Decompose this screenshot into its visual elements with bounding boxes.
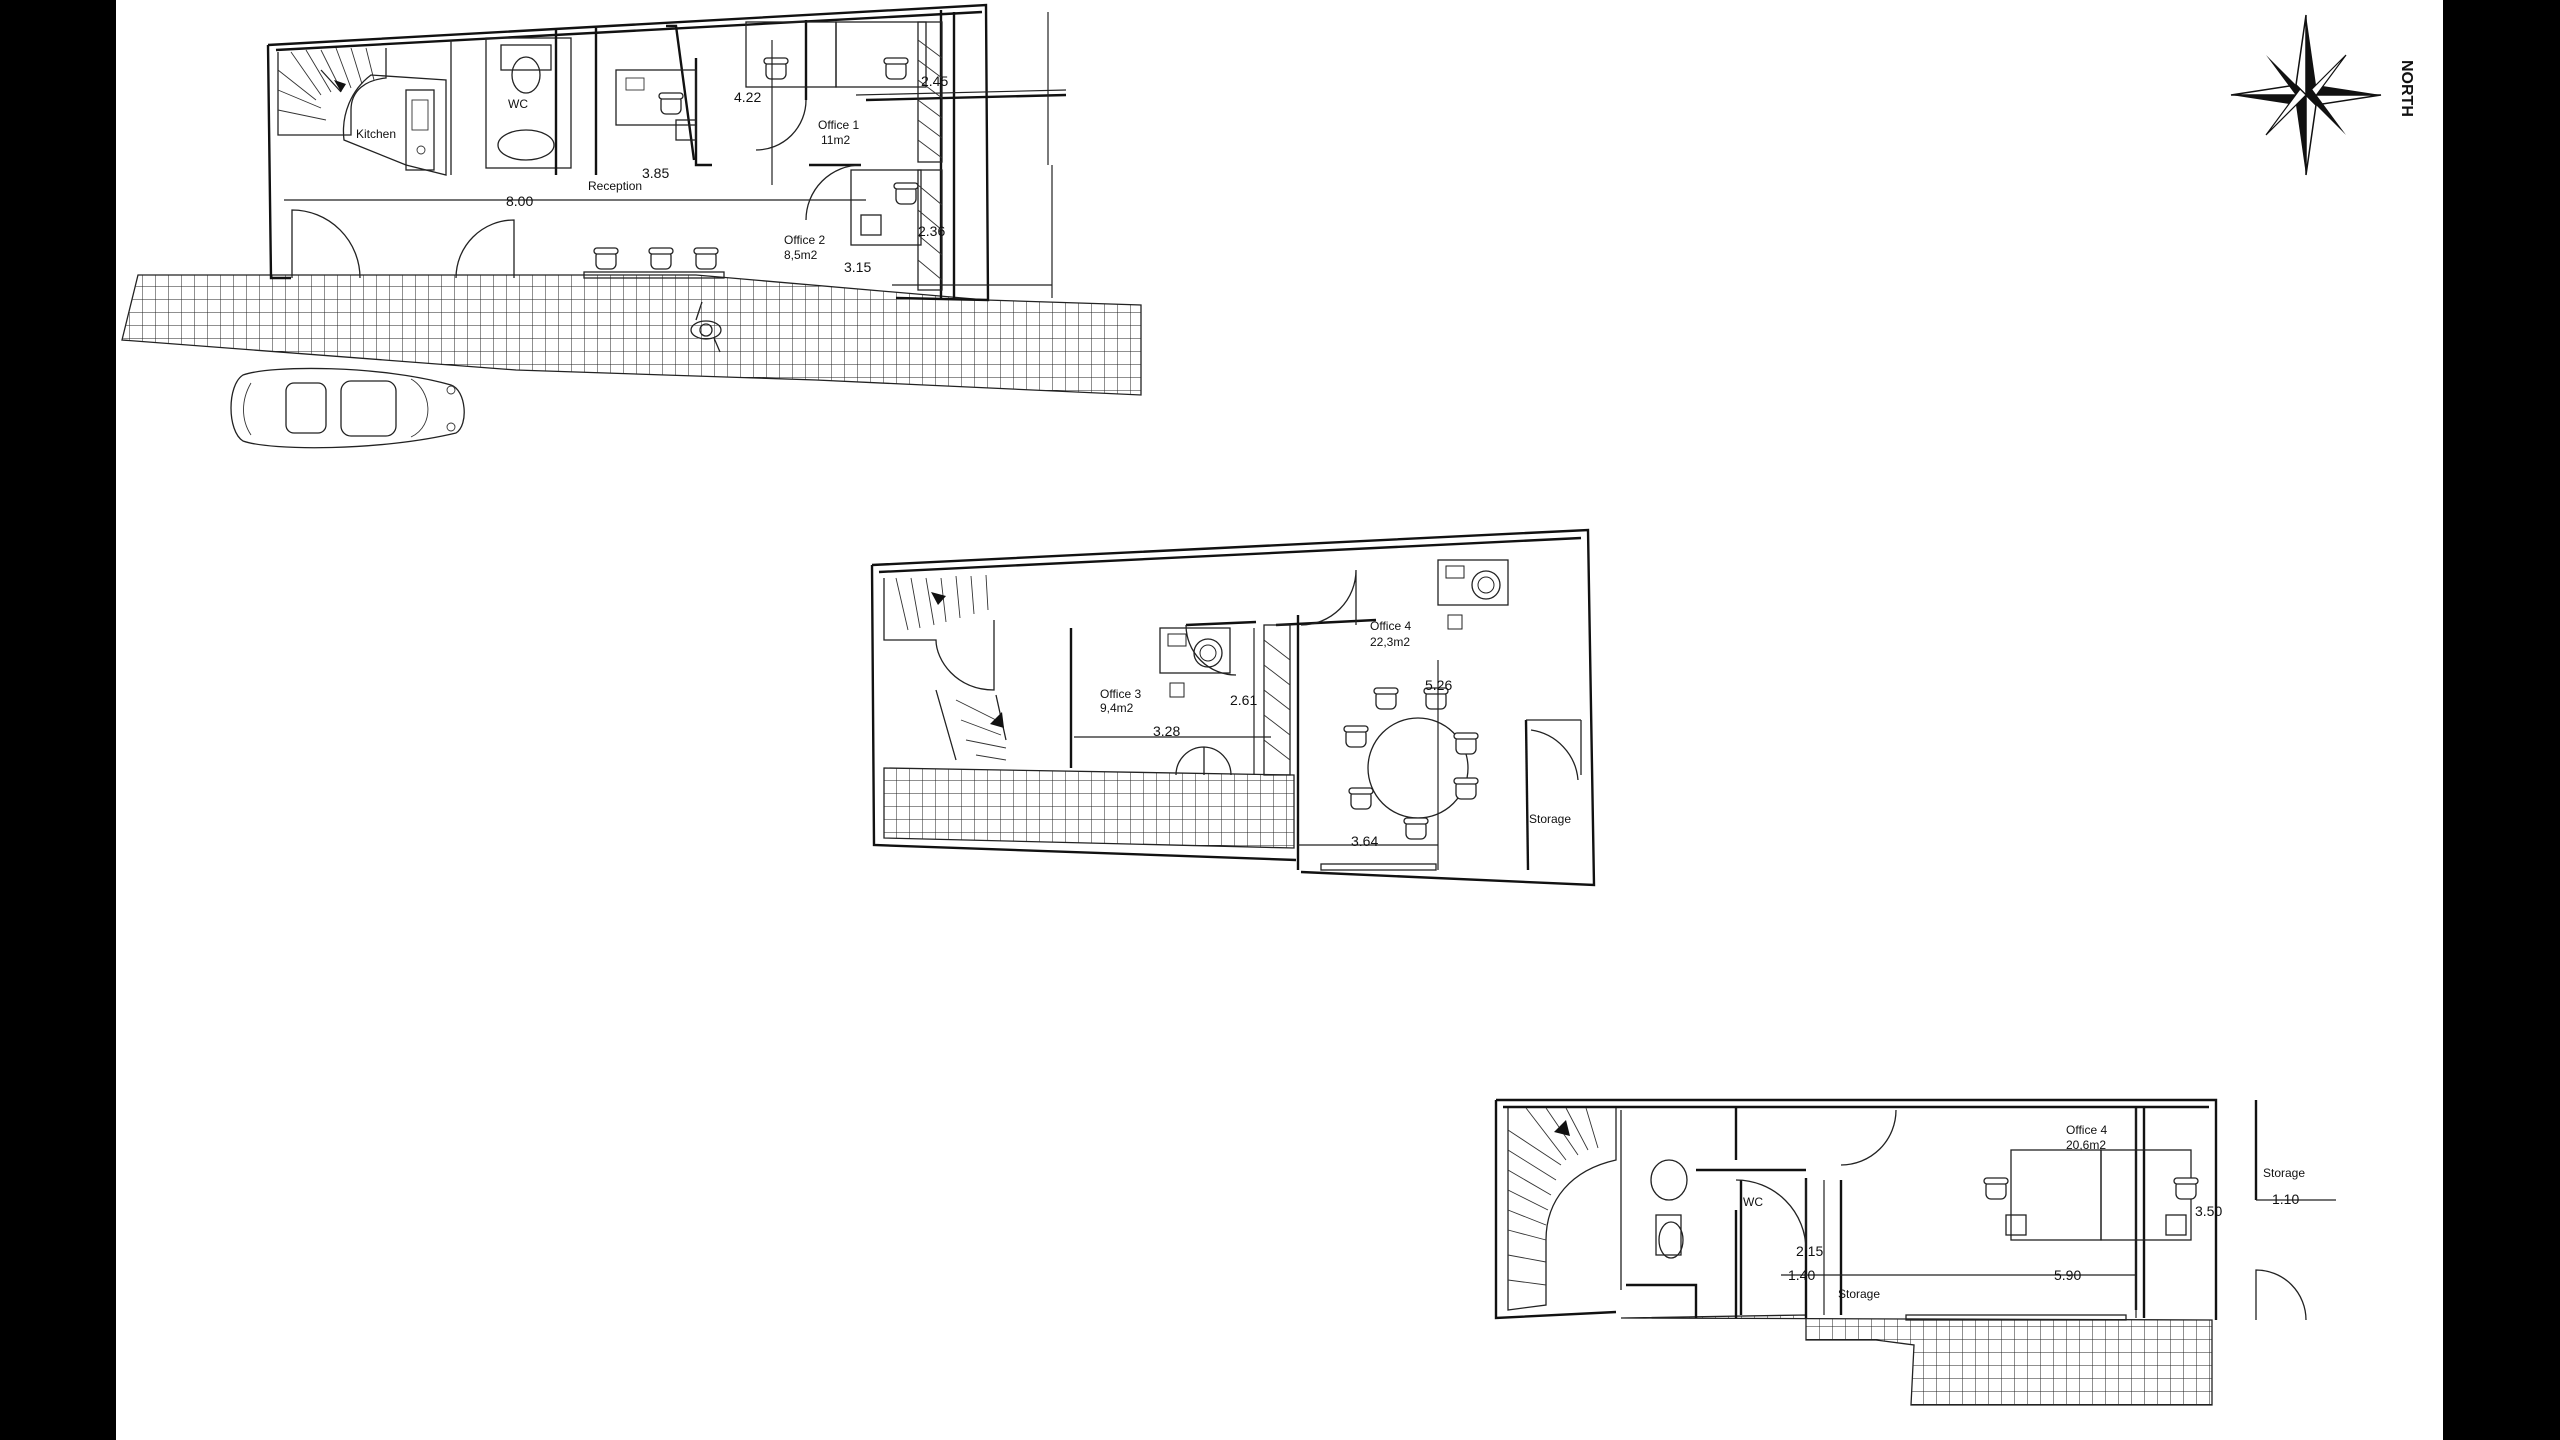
dim-5-90: 5.90 xyxy=(2054,1267,2081,1283)
dim-3-28: 3.28 xyxy=(1153,723,1180,739)
dim-3-64: 3.64 xyxy=(1351,833,1378,849)
office2-area: 8,5m2 xyxy=(784,248,818,262)
compass-rose-icon xyxy=(2230,14,2382,176)
office3-area: 9,4m2 xyxy=(1100,701,1134,715)
wc-top-label: WC xyxy=(1743,1195,1763,1209)
pavement-hatch xyxy=(121,274,1142,396)
terrace-hatch xyxy=(1620,1314,2213,1406)
dim-4-22: 4.22 xyxy=(734,89,761,105)
floor-plan-drawing: Kitchen WC Office 1 11m2 Reception Offic… xyxy=(121,3,2415,1406)
north-label: NORTH xyxy=(2398,60,2415,117)
office2-label: Office 2 xyxy=(784,233,825,247)
first-floor-plan: Office 3 9,4m2 Office 4 22,3m2 Storage 2… xyxy=(870,528,1596,887)
office3-label: Office 3 xyxy=(1100,687,1141,701)
office4-top-label: Office 4 xyxy=(2066,1123,2107,1137)
dim-3-15: 3.15 xyxy=(844,259,871,275)
first-stair xyxy=(883,574,1007,761)
office1-furniture xyxy=(745,21,943,163)
ground-stair xyxy=(277,47,387,136)
office4-top-area: 20,6m2 xyxy=(2066,1138,2106,1152)
reception-label: Reception xyxy=(588,179,642,193)
balcony-hatch xyxy=(883,767,1295,849)
dim-2-15: 2.15 xyxy=(1796,1243,1823,1259)
office1-label: Office 1 xyxy=(818,118,859,132)
ground-floor-plan: Kitchen WC Office 1 11m2 Reception Offic… xyxy=(121,3,1142,449)
dim-3-50: 3.50 xyxy=(2195,1203,2222,1219)
ground-outer-wall xyxy=(267,3,990,302)
dim-1-10: 1.10 xyxy=(2272,1191,2299,1207)
kitchen-label: Kitchen xyxy=(356,127,396,141)
reception-desk xyxy=(615,69,697,141)
meeting-table xyxy=(1343,687,1479,840)
second-floor-plan: Office 4 20,6m2 WC Storage Storage 3.50 … xyxy=(1494,1098,2336,1406)
storage-right-label: Storage xyxy=(2263,1166,2305,1180)
storage-small-label: Storage xyxy=(1838,1287,1880,1301)
dim-1-40: 1.40 xyxy=(1788,1267,1815,1283)
person-figure xyxy=(690,301,722,353)
first-outer-wall xyxy=(871,528,1596,887)
wc-label: WC xyxy=(508,97,528,111)
dim-2-61: 2.61 xyxy=(1230,692,1257,708)
dim-2-36: 2.36 xyxy=(918,223,945,239)
second-stair xyxy=(1507,1107,1622,1311)
office2-furniture xyxy=(850,169,943,291)
office3-desk xyxy=(1159,627,1231,698)
dim-2-45: 2.45 xyxy=(921,73,948,89)
office4-area: 22,3m2 xyxy=(1370,635,1410,649)
office4-desk xyxy=(1437,559,1509,630)
car xyxy=(230,367,465,449)
office4-label: Office 4 xyxy=(1370,619,1411,633)
second-outer-wall xyxy=(1494,1100,1617,1320)
dim-8-00: 8.00 xyxy=(506,193,533,209)
office1-area: 11m2 xyxy=(821,133,850,147)
second-office4-desks xyxy=(1983,1149,2199,1241)
dim-5-26: 5.26 xyxy=(1425,677,1452,693)
dim-3-85: 3.85 xyxy=(642,165,669,181)
storage-label: Storage xyxy=(1529,812,1571,826)
drawing-sheet: Kitchen WC Office 1 11m2 Reception Offic… xyxy=(116,0,2443,1440)
